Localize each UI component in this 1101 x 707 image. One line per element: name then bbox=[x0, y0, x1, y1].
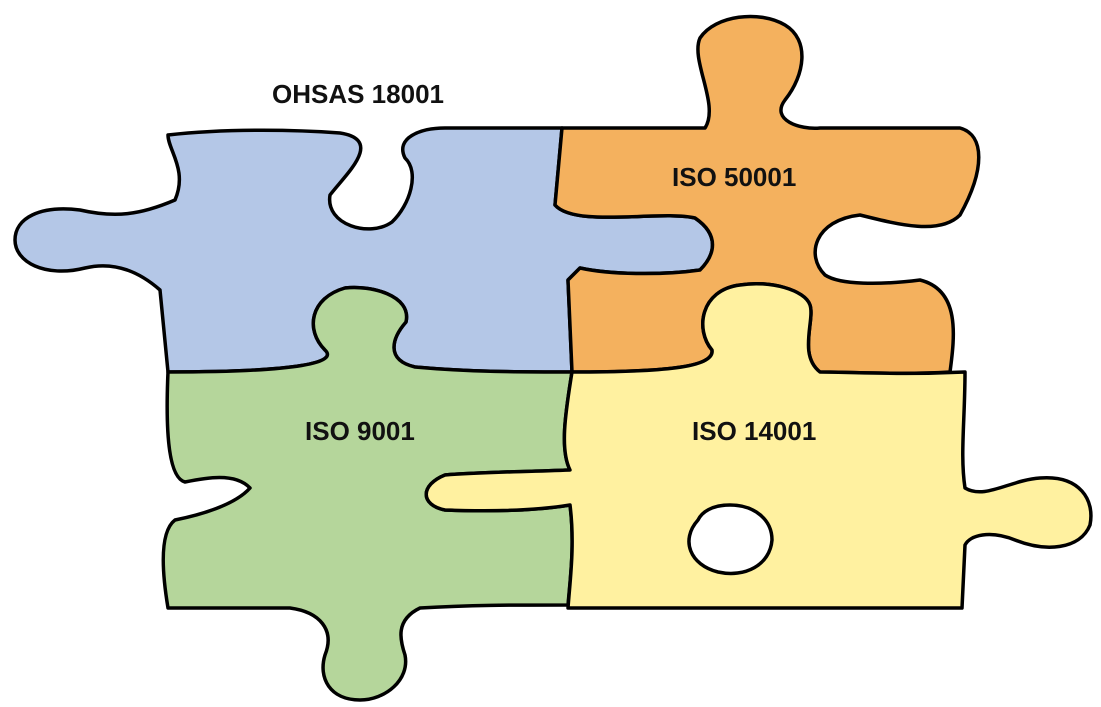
label-ohsas-18001: OHSAS 18001 bbox=[272, 79, 444, 109]
label-iso-14001: ISO 14001 bbox=[692, 416, 816, 446]
puzzle-piece-iso50001 bbox=[553, 14, 981, 376]
puzzle-piece-iso14001 bbox=[424, 281, 1093, 610]
label-iso-50001: ISO 50001 bbox=[672, 162, 796, 192]
label-iso-9001: ISO 9001 bbox=[305, 416, 415, 446]
